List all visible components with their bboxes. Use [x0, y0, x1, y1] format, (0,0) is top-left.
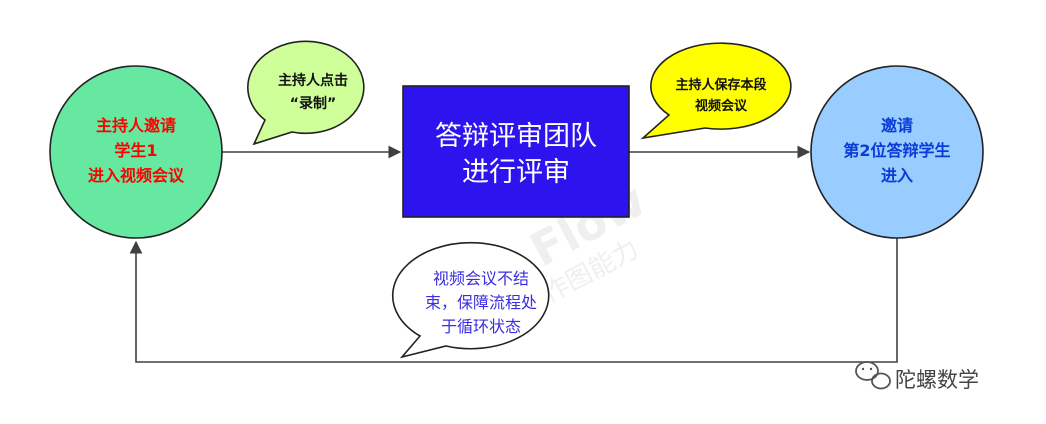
- callout-save-line-2: 视频会议: [695, 98, 748, 114]
- brand: 陀螺数学: [855, 361, 979, 392]
- callout-loop-line-2: 束，保障流程处: [425, 293, 537, 312]
- arrow-loop-back: [129, 232, 898, 363]
- connectors: [129, 145, 898, 363]
- node-review-team: 答辩评审团队 进行评审: [402, 85, 630, 218]
- node-invite-next-line-1: 邀请: [881, 116, 913, 135]
- node-invite-next-line-2: 第2位答辩学生: [843, 141, 950, 160]
- brand-name: 陀螺数学: [895, 368, 979, 392]
- callout-loop: 视频会议不结 束，保障流程处 于循环状态: [391, 241, 550, 359]
- node-review-team-line-1: 答辩评审团队: [435, 121, 597, 152]
- callout-record-shape: [247, 40, 365, 146]
- node-host-invite: 主持人邀请 学生1 进入视频会议: [49, 65, 223, 239]
- callout-record: 主持人点击 “录制”: [247, 40, 365, 146]
- callout-loop-line-1: 视频会议不结: [433, 269, 529, 288]
- callout-record-line-2: “录制”: [290, 95, 336, 112]
- node-host-invite-line-2: 学生1: [114, 141, 157, 160]
- callout-save-shape: [640, 42, 792, 140]
- node-invite-next: 邀请 第2位答辩学生 进入: [810, 65, 984, 239]
- callout-save: 主持人保存本段 视频会议: [640, 42, 792, 140]
- node-review-team-line-2: 进行评审: [462, 157, 570, 188]
- node-invite-next-line-3: 进入: [881, 166, 913, 185]
- callout-record-line-1: 主持人点击: [278, 72, 348, 89]
- node-review-team-shape: [402, 85, 630, 218]
- callout-loop-line-3: 于循环状态: [441, 317, 521, 336]
- node-host-invite-line-3: 进入视频会议: [88, 166, 185, 185]
- wechat-icon: [855, 361, 891, 390]
- node-invite-next-shape: [810, 65, 984, 239]
- callout-save-line-1: 主持人保存本段: [675, 77, 766, 93]
- node-host-invite-shape: [49, 65, 223, 239]
- node-host-invite-line-1: 主持人邀请: [96, 116, 176, 135]
- callout-loop-shape: [391, 241, 550, 359]
